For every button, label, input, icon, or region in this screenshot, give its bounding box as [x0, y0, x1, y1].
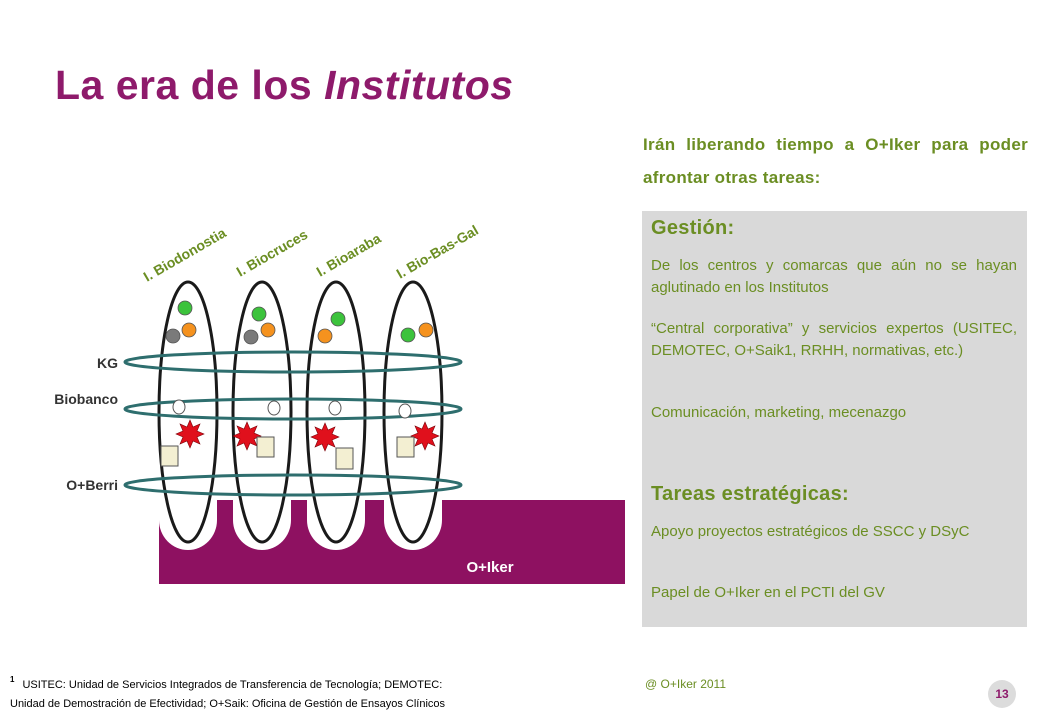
- institute-ellipse: [382, 280, 444, 544]
- white-dot: [398, 403, 412, 419]
- footnote-line: USITEC: Unidad de Servicios Integrados d…: [22, 679, 443, 691]
- gestion-item: De los centros y comarcas que aún no se …: [651, 257, 1017, 296]
- institute-label-bioaraba: I. Bioaraba: [314, 230, 384, 280]
- document-square: [160, 445, 179, 467]
- gray-dot: [243, 329, 259, 345]
- institute-ellipses: [157, 280, 444, 544]
- ring-kg: [123, 350, 463, 374]
- white-dot: [172, 399, 186, 415]
- ring-label-oberri: O+Berri: [66, 477, 118, 493]
- red-stars: [175, 419, 440, 452]
- document-square: [256, 436, 275, 458]
- footnote-line: Unidad de Demostración de Efectividad; O…: [10, 698, 446, 710]
- document-square: [335, 447, 354, 470]
- biobank-dots: [172, 399, 412, 419]
- gray-dot: [165, 328, 181, 344]
- network-rings: [123, 350, 463, 497]
- red-star-icon: [175, 419, 205, 449]
- green-dot: [251, 306, 267, 322]
- ring-biobanco: [123, 397, 463, 421]
- tareas-item: Apoyo proyectos estratégicos de SSCC y D…: [651, 523, 970, 540]
- gestion-item: Comunicación, marketing, mecenazgo: [651, 404, 907, 421]
- ring-label-biobanco: Biobanco: [54, 391, 118, 407]
- green-dot: [400, 327, 416, 343]
- red-star-icon: [410, 421, 440, 451]
- institutes-diagram: O+Iker KG Biobanco O+Berri I. Biodonosti…: [54, 222, 625, 584]
- orange-dot: [181, 322, 197, 338]
- intro-text: Irán liberando tiempo a O+Iker para pode…: [643, 135, 1028, 187]
- page-title: La era de los Institutos: [55, 62, 514, 108]
- tasks-panel: Gestión: De los centros y comarcas que a…: [642, 211, 1027, 627]
- knowledge-dots: [165, 300, 434, 345]
- green-dot: [177, 300, 193, 316]
- institute-ellipse: [231, 280, 293, 544]
- ring-oberri: [123, 473, 463, 497]
- gestion-item: “Central corporativa” y servicios expert…: [651, 320, 1017, 359]
- tareas-item: Papel de O+Iker en el PCTI del GV: [651, 584, 885, 601]
- base-notches: [159, 490, 442, 550]
- orange-dot: [418, 322, 434, 338]
- institute-ellipse: [305, 280, 367, 544]
- green-dot: [330, 311, 346, 327]
- white-dot: [267, 400, 281, 416]
- red-star-icon: [310, 422, 340, 452]
- white-dot: [328, 400, 342, 416]
- ring-label-kg: KG: [97, 355, 118, 371]
- institute-label-biocruces: I. Biocruces: [234, 226, 311, 280]
- copyright: @ O+Iker 2011: [645, 677, 726, 691]
- gestion-heading: Gestión:: [651, 217, 735, 239]
- red-star-icon: [232, 421, 262, 451]
- document-square: [396, 436, 415, 458]
- document-squares: [160, 436, 415, 470]
- institute-ellipse: [157, 280, 219, 544]
- page-number: 13: [988, 680, 1016, 708]
- institute-label-biobasgal: I. Bio-Bas-Gal: [394, 222, 481, 282]
- base-label: O+Iker: [466, 559, 513, 576]
- footnote: 1 USITEC: Unidad de Servicios Integrados …: [10, 670, 535, 714]
- orange-dot: [317, 328, 333, 344]
- orange-dot: [260, 322, 276, 338]
- footnote-marker: 1: [10, 675, 15, 684]
- institute-label-biodonostia: I. Biodonostia: [141, 224, 229, 284]
- tareas-heading: Tareas estratégicas:: [651, 483, 849, 505]
